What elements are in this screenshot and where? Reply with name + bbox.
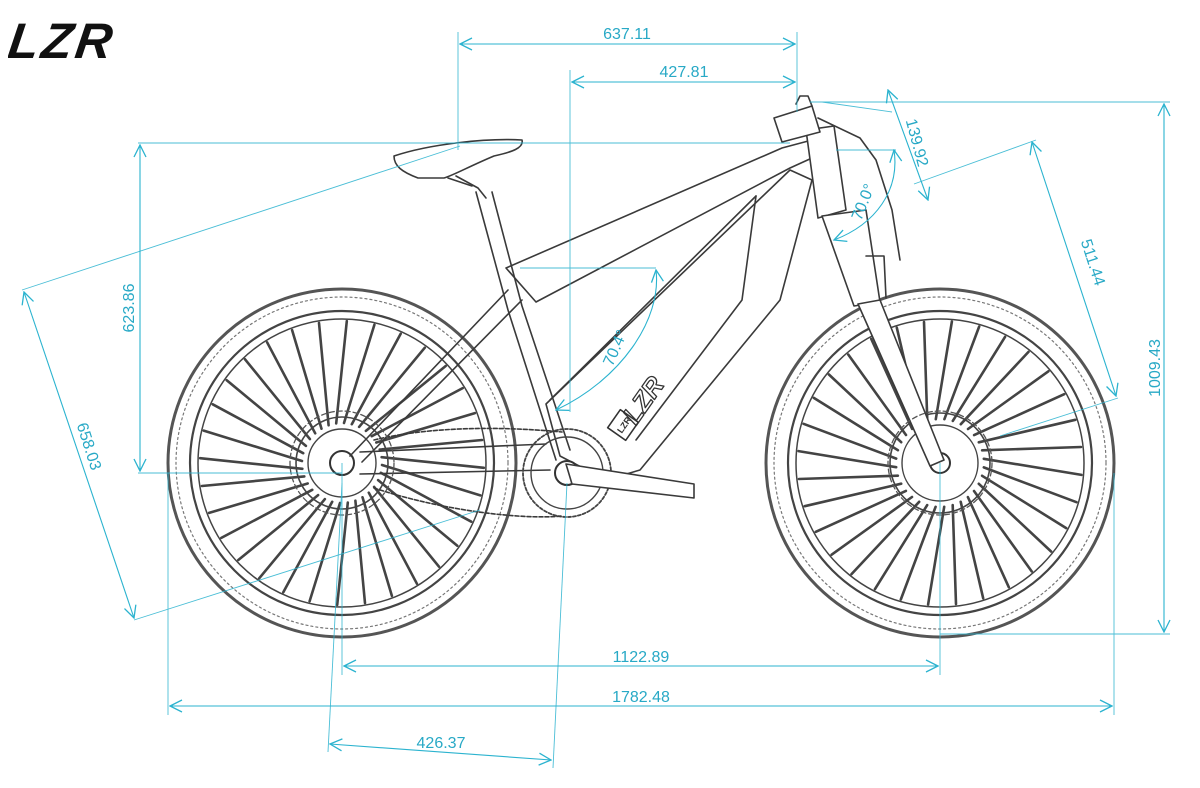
label-top-tube: 658.03 xyxy=(73,421,104,473)
spoke xyxy=(943,325,981,421)
spoke xyxy=(211,402,305,455)
spoke xyxy=(243,357,312,441)
label-overall-length: 1782.48 xyxy=(612,689,670,706)
spoke xyxy=(367,491,419,586)
brand-logo: LZR xyxy=(5,4,148,69)
rear-wheel-spokes xyxy=(198,319,486,607)
spoke xyxy=(361,495,394,598)
spoke xyxy=(379,471,473,524)
label-top-reach: 637.11 xyxy=(603,26,651,43)
spoke xyxy=(237,493,320,562)
spoke xyxy=(374,411,477,444)
drivetrain xyxy=(373,427,695,518)
saddle-assembly xyxy=(393,138,523,199)
spoke xyxy=(334,319,349,425)
spoke xyxy=(982,466,1078,504)
spoke xyxy=(977,482,1053,553)
spoke xyxy=(830,495,914,557)
bicycle-illustration: LZR LZR xyxy=(166,95,1116,639)
spoke xyxy=(951,503,958,606)
dim-line-chainstay xyxy=(330,744,551,760)
dim-line-head-tube xyxy=(888,90,928,200)
label-seat-height: 623.86 xyxy=(121,283,138,332)
spoke xyxy=(797,474,900,481)
spoke xyxy=(220,488,314,540)
spoke xyxy=(308,501,342,603)
spoke xyxy=(380,463,482,497)
spoke xyxy=(265,340,317,435)
label-stack: 1009.43 xyxy=(1147,339,1164,397)
spoke xyxy=(207,482,310,515)
label-chainstay: 426.37 xyxy=(417,735,466,752)
brand-logo-text: LZR xyxy=(8,13,119,68)
extension-lines xyxy=(21,32,1170,769)
seat-angle-arc xyxy=(556,270,657,410)
spoke xyxy=(797,449,898,469)
spoke xyxy=(257,497,327,580)
spoke xyxy=(814,489,908,534)
spoke xyxy=(980,474,1068,530)
spoke xyxy=(982,457,1083,477)
spoke xyxy=(370,386,465,438)
spoke xyxy=(966,495,1011,589)
spoke xyxy=(812,396,900,452)
spoke xyxy=(803,482,903,508)
spoke xyxy=(372,485,441,569)
spoke xyxy=(378,438,484,451)
dimension-annotations xyxy=(21,32,1170,769)
spoke xyxy=(802,422,898,460)
spoke xyxy=(972,392,1066,437)
label-fork-length: 511.44 xyxy=(1077,237,1108,288)
spoke xyxy=(934,320,954,421)
label-head-tube: 139.92 xyxy=(902,117,931,169)
cockpit xyxy=(773,95,901,261)
rear-wheel xyxy=(166,287,518,639)
spoke xyxy=(959,500,985,600)
spoke xyxy=(357,346,427,429)
spoke xyxy=(899,505,937,601)
spoke xyxy=(959,350,1030,426)
spoke xyxy=(281,500,334,594)
spoke xyxy=(977,418,1077,444)
label-head-angle: 70.0° xyxy=(849,182,879,223)
spoke xyxy=(376,478,459,548)
spoke xyxy=(850,500,921,576)
spoke xyxy=(202,429,304,463)
spoke xyxy=(926,505,946,606)
spoke xyxy=(198,456,304,471)
spoke xyxy=(290,328,323,431)
frame-badge: LZR xyxy=(606,408,640,442)
spoke xyxy=(873,503,929,591)
dimension-labels: 637.11 427.81 139.92 70.0° 511.44 1009.4… xyxy=(73,26,1164,752)
spoke xyxy=(869,337,914,431)
spoke xyxy=(225,378,308,448)
spoke xyxy=(317,321,330,427)
label-reach: 427.81 xyxy=(660,64,709,81)
dim-line-top-tube xyxy=(24,292,134,618)
spoke xyxy=(354,499,367,605)
spoke xyxy=(350,332,403,426)
label-wheelbase: 1122.89 xyxy=(613,649,670,666)
spoke xyxy=(980,445,1083,452)
spoke xyxy=(380,455,486,470)
spoke xyxy=(342,323,376,425)
dim-line-fork-length xyxy=(1032,142,1116,396)
spoke xyxy=(827,373,903,444)
spoke xyxy=(200,475,306,488)
head-angle-arc xyxy=(834,150,895,240)
spoke xyxy=(951,335,1007,423)
spoke xyxy=(972,489,1033,573)
spoke xyxy=(922,320,929,423)
front-wheel-spokes xyxy=(797,320,1083,606)
spoke xyxy=(846,353,908,437)
